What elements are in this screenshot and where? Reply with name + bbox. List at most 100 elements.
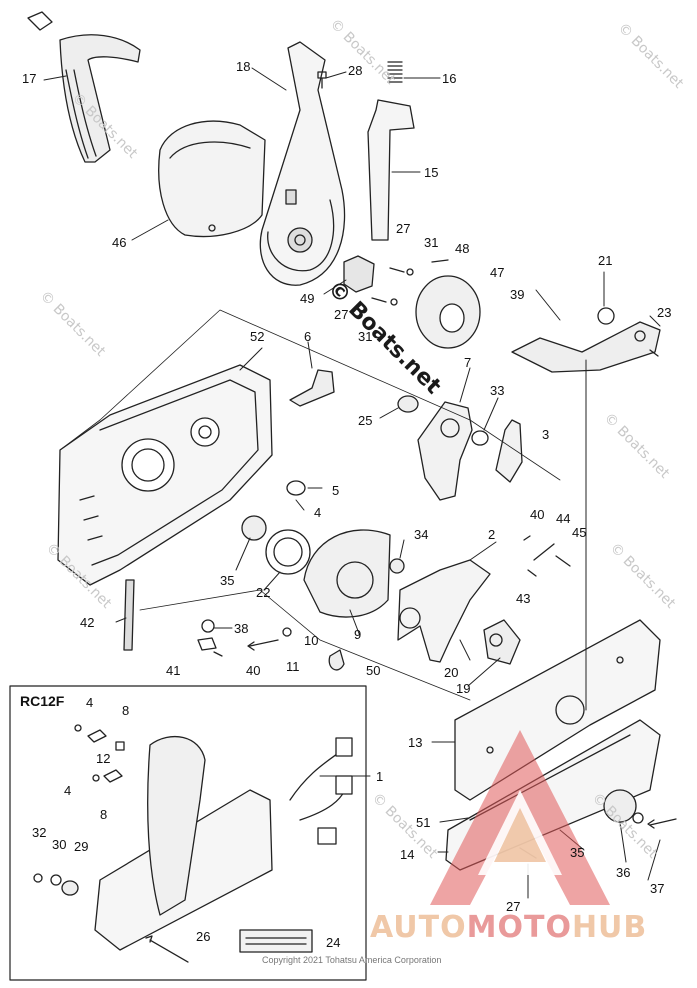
- callout-7: 7: [464, 355, 472, 370]
- callout-51: 51: [416, 815, 431, 830]
- callout-20: 20: [444, 665, 459, 680]
- brand-part-3: HUB: [571, 910, 648, 945]
- callout-33: 33: [490, 383, 505, 398]
- part-6-shaft: [289, 369, 335, 407]
- callout-8b: 8: [100, 807, 108, 822]
- callout-49: 49: [300, 291, 315, 306]
- callout-14: 14: [400, 847, 415, 862]
- callout-3: 3: [542, 427, 550, 442]
- part-46-cover: [158, 120, 266, 238]
- part-52-housing: [57, 364, 273, 586]
- callout-38: 38: [234, 621, 249, 636]
- callout-31b: 31: [358, 329, 373, 344]
- callout-4a: 4: [314, 505, 322, 520]
- assembly-lines: [59, 309, 561, 701]
- callout-6: 6: [304, 329, 312, 344]
- part-22-washer: [265, 529, 311, 575]
- callout-11: 11: [286, 659, 300, 674]
- callout-27b: 27: [334, 307, 349, 322]
- rc12f-inset-box: [9, 685, 367, 981]
- callout-26: 26: [196, 929, 211, 944]
- callout-13: 13: [408, 735, 423, 750]
- callout-34: 34: [414, 527, 429, 542]
- callout-35a: 35: [220, 573, 235, 588]
- copyright-text: Copyright 2021 Tohatsu America Corporati…: [262, 955, 442, 965]
- callout-24: 24: [326, 935, 341, 950]
- part-18-lever-arm: [259, 41, 346, 286]
- part-16-spring: [387, 61, 403, 83]
- part-3-arm: [495, 419, 523, 483]
- callout-15: 15: [424, 165, 439, 180]
- callout-48: 48: [455, 241, 470, 256]
- part-47-cam-disc: [415, 275, 481, 349]
- callout-39: 39: [510, 287, 525, 302]
- inset-title: RC12F: [20, 693, 65, 709]
- part-44-45-43-40-springs: [523, 535, 571, 577]
- part-50-clip: [328, 649, 345, 671]
- callout-9: 9: [354, 627, 362, 642]
- callout-31a: 31: [424, 235, 439, 250]
- callout-46: 46: [112, 235, 127, 250]
- callout-36: 36: [616, 865, 631, 880]
- part-49-block: [343, 255, 375, 293]
- part-2-lever-bracket: [397, 559, 491, 663]
- callout-45: 45: [572, 525, 587, 540]
- callout-30: 30: [52, 837, 67, 852]
- automotohub-wordmark: AUTOMOTOHUB: [370, 910, 647, 945]
- part-26-screw-inset: [145, 935, 189, 963]
- leader-lines: [43, 67, 661, 899]
- callout-27c: 27: [506, 899, 521, 914]
- part-35-bushing: [241, 515, 267, 541]
- callout-16: 16: [442, 71, 457, 86]
- callout-23: 23: [657, 305, 672, 320]
- part-39-lever: [511, 307, 661, 373]
- callout-4c: 4: [64, 783, 72, 798]
- callout-41: 41: [166, 663, 181, 678]
- part-9-gear-plate: [303, 529, 391, 618]
- callout-4b: 4: [86, 695, 94, 710]
- part-19-20-switch: [483, 619, 521, 665]
- part-24-label: [239, 929, 313, 953]
- part-25-bushing: [397, 395, 419, 413]
- callout-17: 17: [22, 71, 37, 86]
- part-38-41-40-small-parts: [197, 619, 223, 657]
- part-7-bracket: [417, 401, 473, 501]
- callout-37: 37: [650, 881, 665, 896]
- inset-small-parts: [33, 724, 125, 896]
- callout-43: 43: [516, 591, 531, 606]
- callout-28: 28: [348, 63, 363, 78]
- callout-47: 47: [490, 265, 505, 280]
- callout-19: 19: [456, 681, 471, 696]
- callout-42: 42: [80, 615, 95, 630]
- callout-29: 29: [74, 839, 89, 854]
- callout-52: 52: [250, 329, 265, 344]
- part-34-collar: [389, 558, 405, 574]
- callout-5: 5: [332, 483, 340, 498]
- callout-25: 25: [358, 413, 373, 428]
- callout-50: 50: [366, 663, 381, 678]
- part-17-grip-handle: [27, 11, 141, 163]
- part-33-washer: [471, 430, 489, 446]
- callout-21: 21: [598, 253, 613, 268]
- part-15-detent-plate: [367, 99, 415, 241]
- part-11-10-screws: [247, 627, 292, 651]
- part-5-clip: [286, 480, 306, 496]
- callout-27a: 27: [396, 221, 411, 236]
- brand-part-2: MOTO: [466, 910, 572, 945]
- callout-2: 2: [488, 527, 496, 542]
- part-1-control-box: [94, 736, 353, 951]
- part-13-cover-plate: [454, 619, 661, 801]
- part-42-strip: [123, 579, 135, 651]
- part-27-31-48-screws-upper: [371, 259, 449, 306]
- callout-22: 22: [256, 585, 271, 600]
- callout-40b: 40: [246, 663, 261, 678]
- callout-8a: 8: [122, 703, 130, 718]
- callout-10: 10: [304, 633, 319, 648]
- callout-32: 32: [32, 825, 47, 840]
- callout-1: 1: [376, 769, 384, 784]
- callout-12: 12: [96, 751, 111, 766]
- callout-18: 18: [236, 59, 251, 74]
- callout-40a: 40: [530, 507, 545, 522]
